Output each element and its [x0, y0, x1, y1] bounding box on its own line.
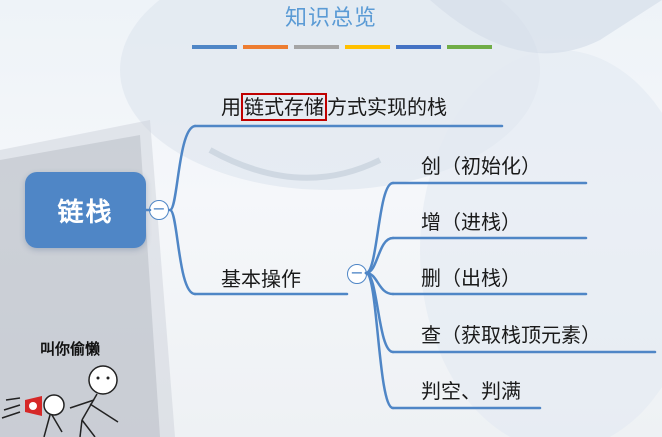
color-stripe-3 — [294, 45, 339, 49]
op-empty-full[interactable]: 判空、判满 — [421, 379, 521, 403]
branch-basic-operations[interactable]: 基本操作 — [221, 267, 301, 291]
root-node-label: 链栈 — [57, 197, 114, 228]
color-stripe-6 — [447, 45, 492, 49]
op-push[interactable]: 增（进栈） — [421, 210, 521, 234]
operations-collapse-icon[interactable]: − — [347, 264, 367, 284]
color-stripe-2 — [243, 45, 288, 49]
root-node[interactable]: 链栈 — [25, 172, 146, 248]
highlighted-term: 链式存储 — [241, 93, 327, 121]
color-stripe-4 — [345, 45, 390, 49]
page-title: 知识总览 — [284, 6, 377, 31]
branch-definition-suffix: 方式实现的栈 — [327, 95, 447, 119]
meme-caption: 叫你偷懒 — [40, 340, 101, 358]
root-collapse-icon[interactable]: − — [149, 200, 169, 220]
op-pop[interactable]: 删（出栈） — [421, 266, 521, 290]
meme-stick-figure-image — [1, 365, 119, 437]
color-stripe-5 — [396, 45, 441, 49]
branch-definition[interactable]: 用链式存储方式实现的栈 — [221, 91, 447, 121]
op-create[interactable]: 创（初始化） — [421, 154, 541, 178]
op-peek[interactable]: 查（获取栈顶元素） — [421, 323, 601, 347]
branch-definition-prefix: 用 — [221, 95, 241, 119]
color-stripe-1 — [192, 45, 237, 49]
